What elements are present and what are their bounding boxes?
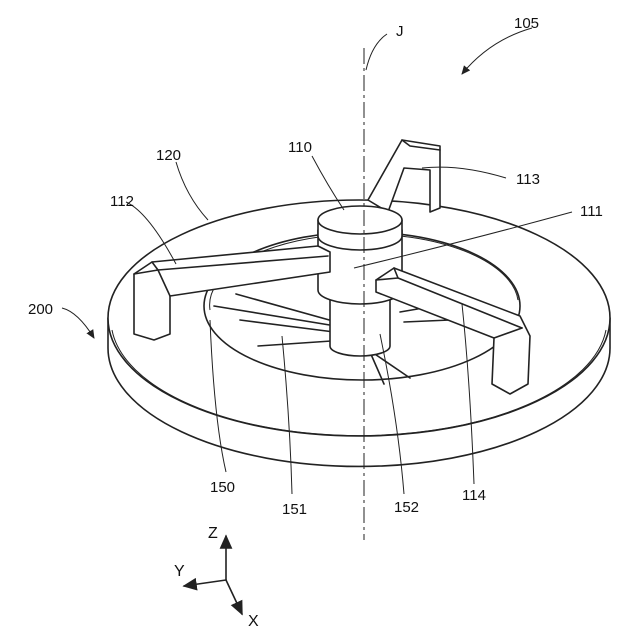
label-150: 150 xyxy=(210,479,235,496)
label-110: 110 xyxy=(288,139,312,156)
label-152: 152 xyxy=(394,499,419,516)
label-112: 112 xyxy=(110,193,134,210)
axis-label-z: Z xyxy=(208,525,218,542)
axis-label-x: X xyxy=(248,613,259,630)
label-113: 113 xyxy=(516,171,540,188)
label-200: 200 xyxy=(28,301,53,318)
label-111: 111 xyxy=(580,203,603,220)
label-120: 120 xyxy=(156,147,181,164)
axis-label-y: Y xyxy=(174,563,185,580)
label-114: 114 xyxy=(462,487,486,504)
label-151: 151 xyxy=(282,501,307,518)
label-j: J xyxy=(396,23,404,40)
shaft xyxy=(330,296,390,356)
coordinate-axes xyxy=(184,536,242,614)
top-cap xyxy=(318,206,402,250)
label-105: 105 xyxy=(514,15,539,32)
